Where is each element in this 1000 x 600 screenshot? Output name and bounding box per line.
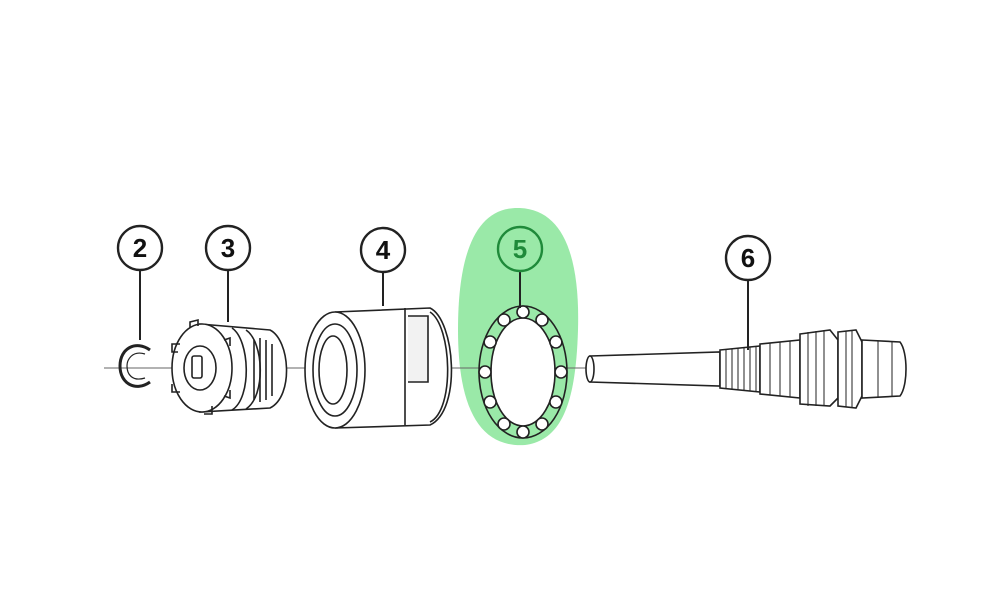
callout-5-label: 5	[513, 234, 527, 264]
bearing-ball	[483, 335, 497, 349]
callout-5: 5	[496, 225, 544, 273]
callout-3-label: 3	[221, 233, 235, 263]
callout-4-label: 4	[376, 235, 391, 265]
bearing-ball	[516, 305, 530, 319]
bearing-ball	[516, 425, 530, 439]
bearing-ball	[497, 313, 511, 327]
bearing-ball	[483, 395, 497, 409]
callout-3: 3	[204, 224, 252, 272]
part-4-hub-shell-cup	[304, 307, 453, 429]
leader-lines	[139, 270, 749, 350]
bearing-ball	[535, 417, 549, 431]
part-6-axle-assembly	[585, 329, 907, 409]
bearing-ball	[478, 365, 492, 379]
part-3-driver-assembly	[171, 318, 288, 415]
bearing-ball	[497, 417, 511, 431]
bearing-ball	[535, 313, 549, 327]
callout-2-label: 2	[133, 233, 147, 263]
part-2-retaining-clip	[118, 344, 151, 388]
part-5-bearing-retainer	[478, 305, 568, 439]
bearing-ball	[549, 395, 563, 409]
callout-4: 4	[359, 226, 407, 274]
bearing-ball	[549, 335, 563, 349]
callout-6-label: 6	[741, 243, 755, 273]
bearing-ball	[554, 365, 568, 379]
callout-2: 2	[116, 224, 164, 272]
callout-6: 6	[724, 234, 772, 282]
